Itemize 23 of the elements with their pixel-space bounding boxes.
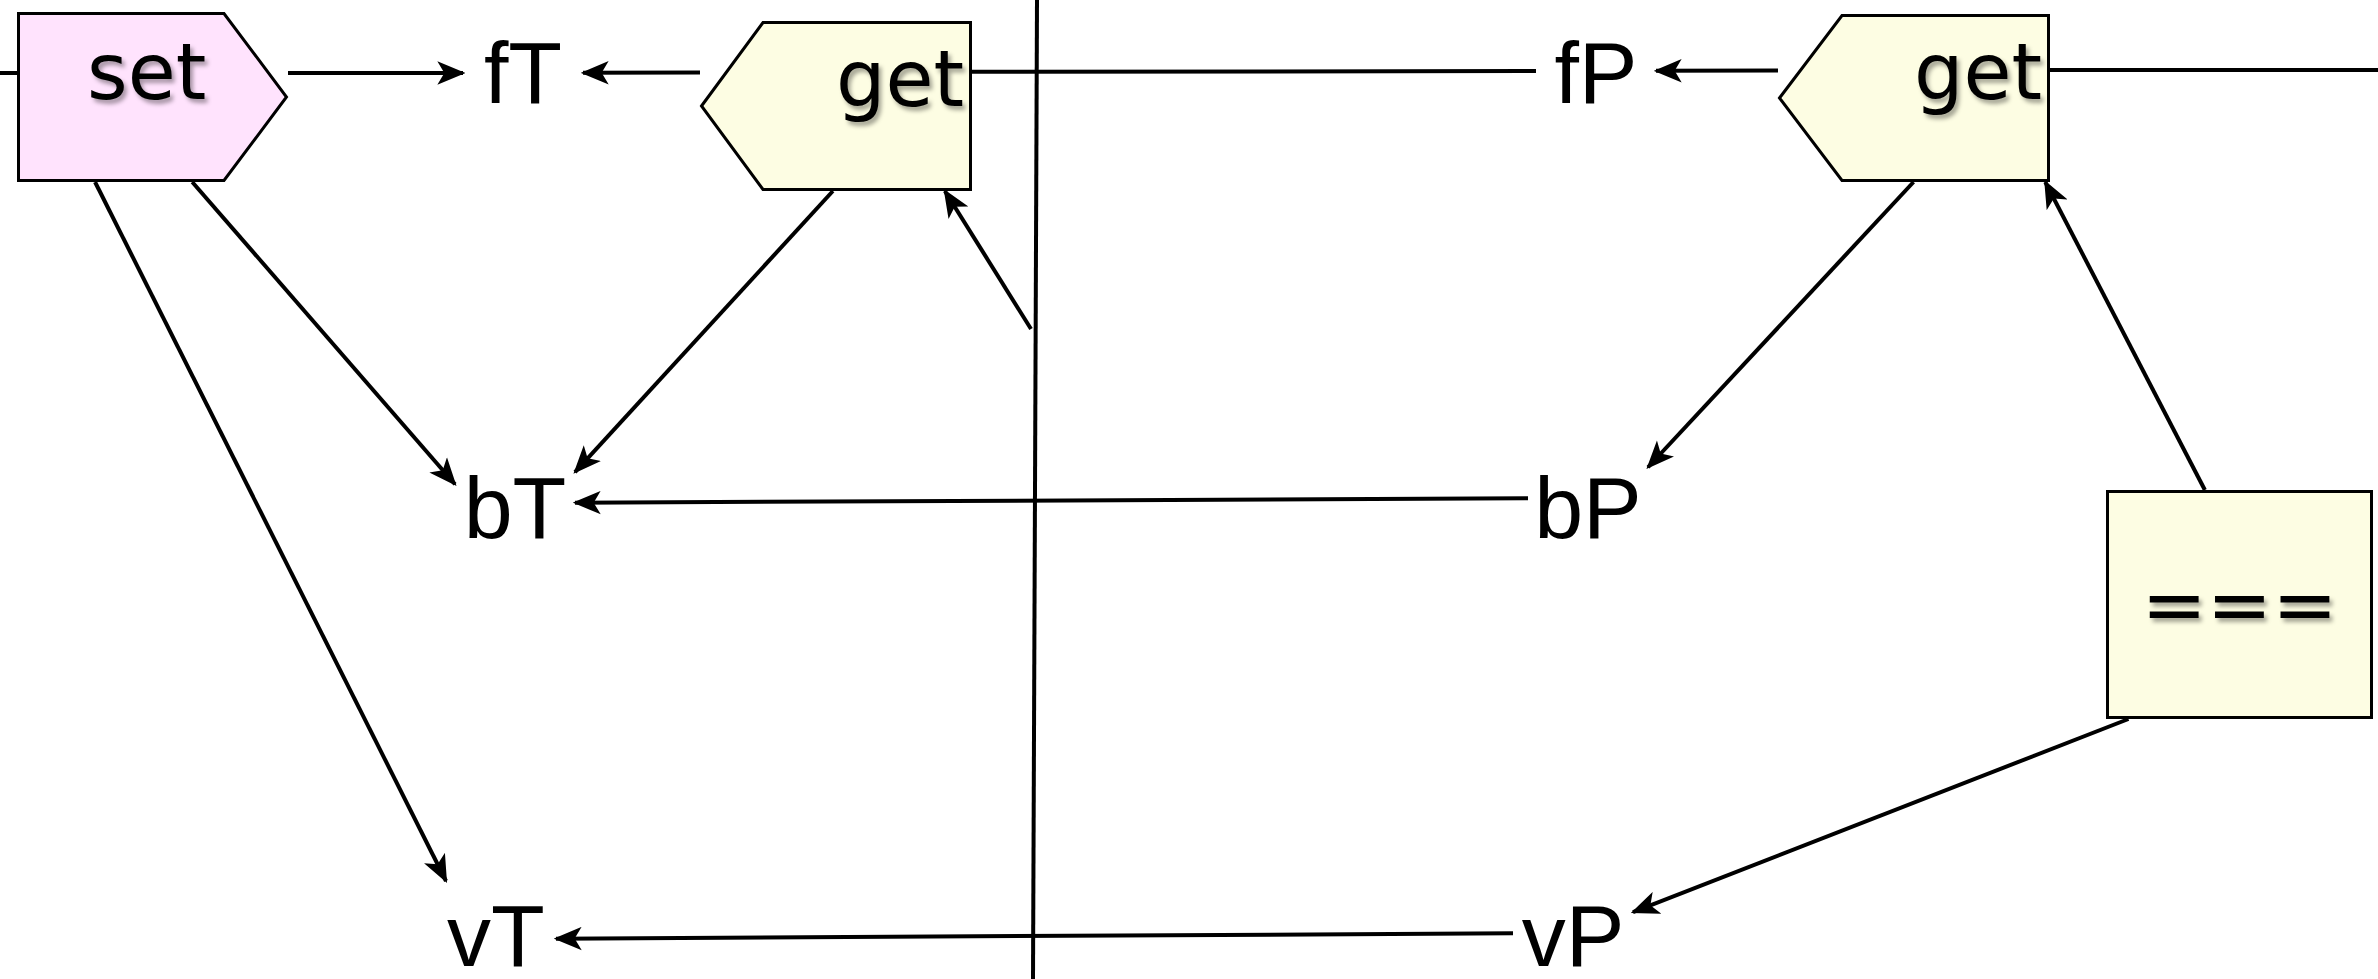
variable-label: vP xyxy=(1513,886,1633,979)
arrow xyxy=(190,180,457,486)
arrow xyxy=(943,189,1033,331)
block-label: === xyxy=(2141,565,2338,644)
arrow xyxy=(288,61,466,85)
connector-line xyxy=(0,71,17,75)
arrow xyxy=(553,926,1513,951)
variable-label: bT xyxy=(455,458,575,558)
variable-label: bP xyxy=(1528,458,1648,558)
arrow xyxy=(2043,179,2207,491)
arrow xyxy=(1653,59,1778,83)
variable-label: vT xyxy=(436,886,556,979)
arrow xyxy=(93,181,448,884)
arrow xyxy=(1646,180,1915,469)
connector-line xyxy=(972,69,1536,74)
variable-label: fT xyxy=(463,23,583,123)
arrow xyxy=(580,61,700,85)
arrow xyxy=(572,490,1528,515)
connector-line xyxy=(2050,68,2378,72)
arrow xyxy=(1630,717,2130,914)
arrow xyxy=(573,189,835,474)
variable-label: fP xyxy=(1536,23,1656,123)
block-label: set xyxy=(87,33,207,111)
